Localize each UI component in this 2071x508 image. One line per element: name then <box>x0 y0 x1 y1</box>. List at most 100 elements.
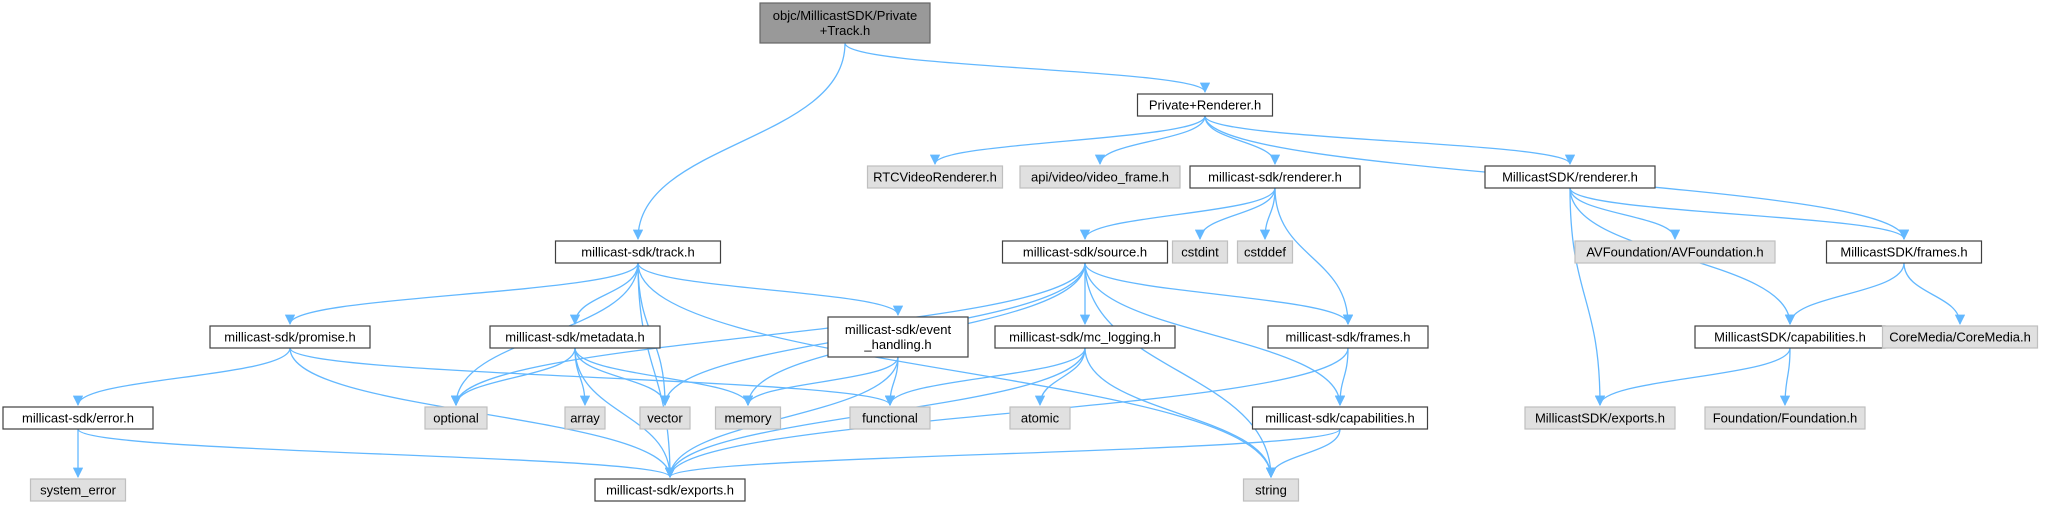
edge-metadata-to-mexports <box>574 347 676 479</box>
node-track[interactable]: millicast-sdk/track.h <box>554 240 722 264</box>
node-label: AVFoundation/AVFoundation.h <box>1586 245 1763 260</box>
node-label: millicast-sdk/track.h <box>581 245 694 260</box>
node-label: objc/MillicastSDK/Private <box>773 8 918 23</box>
node-MSframes[interactable]: MillicastSDK/frames.h <box>1825 240 1983 264</box>
node-coremedia: CoreMedia/CoreMedia.h <box>1881 325 2039 349</box>
node-label: atomic <box>1021 411 1060 426</box>
node-box <box>1704 406 1866 430</box>
node-metadata[interactable]: millicast-sdk/metadata.h <box>489 325 661 349</box>
edge-source-to-string <box>1084 262 1277 479</box>
node-label: memory <box>725 411 772 426</box>
node-box <box>1524 406 1676 430</box>
node-label: Private+Renderer.h <box>1149 98 1261 113</box>
edge-mclog-to-atomic <box>1034 347 1086 407</box>
edge-prenderer-to-rtcvideo <box>929 115 1206 166</box>
edge-track-to-event <box>637 262 904 317</box>
node-MSrenderer[interactable]: MillicastSDK/renderer.h <box>1484 165 1656 189</box>
edge-MSrenderer-to-MSexports <box>1569 187 1606 407</box>
node-label: MillicastSDK/capabilities.h <box>1714 330 1866 345</box>
node-box <box>564 406 606 430</box>
node-label: RTCVideoRenderer.h <box>873 170 997 185</box>
node-box <box>424 406 488 430</box>
node-prenderer[interactable]: Private+Renderer.h <box>1136 93 1274 117</box>
node-label: string <box>1255 483 1287 498</box>
edge-source-to-optional <box>450 262 1086 407</box>
edge-mrenderer-to-mframes <box>1274 187 1354 326</box>
node-label: millicast-sdk/exports.h <box>606 483 734 498</box>
node-source[interactable]: millicast-sdk/source.h <box>1001 240 1169 264</box>
node-box <box>1881 325 2039 349</box>
node-label: array <box>570 411 600 426</box>
node-box <box>639 406 691 430</box>
node-rtcvideo: RTCVideoRenderer.h <box>866 165 1004 189</box>
node-label: millicast-sdk/source.h <box>1023 245 1147 260</box>
edge-mclog-to-string <box>1084 347 1277 479</box>
edge-mcap-to-string <box>1265 428 1341 479</box>
node-label: api/video/video_frame.h <box>1031 170 1169 185</box>
edge-mframes-to-mexports <box>664 347 1349 479</box>
edge-prenderer-to-MSrenderer <box>1204 115 1576 166</box>
edge-track-to-promise <box>284 262 639 326</box>
node-box <box>209 325 371 349</box>
node-mcap[interactable]: millicast-sdk/capabilities.h <box>1251 406 1429 430</box>
node-mclog[interactable]: millicast-sdk/mc_logging.h <box>994 325 1176 349</box>
node-mrenderer[interactable]: millicast-sdk/renderer.h <box>1189 165 1361 189</box>
node-error[interactable]: millicast-sdk/error.h <box>2 406 154 430</box>
edge-promise-to-functional <box>289 347 895 407</box>
edge-MScap-to-foundation <box>1779 347 1791 407</box>
node-box <box>994 325 1176 349</box>
node-syserr: system_error <box>29 478 127 502</box>
node-MSexports: MillicastSDK/exports.h <box>1524 406 1676 430</box>
node-label: millicast-sdk/mc_logging.h <box>1009 330 1161 345</box>
node-box <box>1236 240 1294 264</box>
node-box <box>594 478 746 502</box>
node-box <box>1136 93 1274 117</box>
edge-track-to-mexports <box>637 262 676 479</box>
node-avf: AVFoundation/AVFoundation.h <box>1574 240 1776 264</box>
node-label: vector <box>647 411 683 426</box>
edge-MScap-to-MSexports <box>1594 347 1791 407</box>
node-label: MillicastSDK/renderer.h <box>1502 170 1638 185</box>
nodes-layer: objc/MillicastSDK/Private+Track.hPrivate… <box>2 2 2039 502</box>
node-cstdint: cstdint <box>1171 240 1229 264</box>
node-MScap[interactable]: MillicastSDK/capabilities.h <box>1694 325 1886 349</box>
node-box <box>827 316 969 358</box>
node-event[interactable]: millicast-sdk/event_handling.h <box>827 316 969 358</box>
node-label: optional <box>433 411 479 426</box>
node-atomic: atomic <box>1009 406 1071 430</box>
node-mexports[interactable]: millicast-sdk/exports.h <box>594 478 746 502</box>
edge-mframes-to-mcap <box>1334 347 1349 407</box>
edge-event-to-memory <box>742 356 899 407</box>
node-label: Foundation/Foundation.h <box>1713 411 1858 426</box>
node-box <box>1574 240 1776 264</box>
node-mframes[interactable]: millicast-sdk/frames.h <box>1267 325 1429 349</box>
node-label: millicast-sdk/renderer.h <box>1208 170 1342 185</box>
node-box <box>1171 240 1229 264</box>
node-label: _handling.h <box>863 337 931 352</box>
edge-mrenderer-to-cstdint <box>1194 187 1276 241</box>
node-label: millicast-sdk/metadata.h <box>505 330 644 345</box>
node-box <box>1001 240 1169 264</box>
edge-source-to-mframes <box>1084 262 1354 326</box>
edge-mrenderer-to-source <box>1079 187 1276 241</box>
node-box <box>1484 165 1656 189</box>
edge-metadata-to-vector <box>574 347 671 407</box>
node-box <box>1189 165 1361 189</box>
node-box <box>866 165 1004 189</box>
node-box <box>489 325 661 349</box>
node-videoframe: api/video/video_frame.h <box>1019 165 1181 189</box>
node-box <box>554 240 722 264</box>
node-label: millicast-sdk/capabilities.h <box>1265 411 1415 426</box>
edge-MSrenderer-to-avf <box>1569 187 1681 241</box>
node-box <box>1009 406 1071 430</box>
node-box <box>29 478 127 502</box>
node-label: millicast-sdk/event <box>845 322 952 337</box>
node-label: cstdint <box>1181 245 1219 260</box>
edge-mclog-to-functional <box>884 347 1086 407</box>
node-promise[interactable]: millicast-sdk/promise.h <box>209 325 371 349</box>
node-label: MillicastSDK/exports.h <box>1535 411 1665 426</box>
edge-MSframes-to-MScap <box>1784 262 1905 326</box>
node-vector: vector <box>639 406 691 430</box>
node-root[interactable]: objc/MillicastSDK/Private+Track.h <box>759 2 931 44</box>
node-foundation: Foundation/Foundation.h <box>1704 406 1866 430</box>
